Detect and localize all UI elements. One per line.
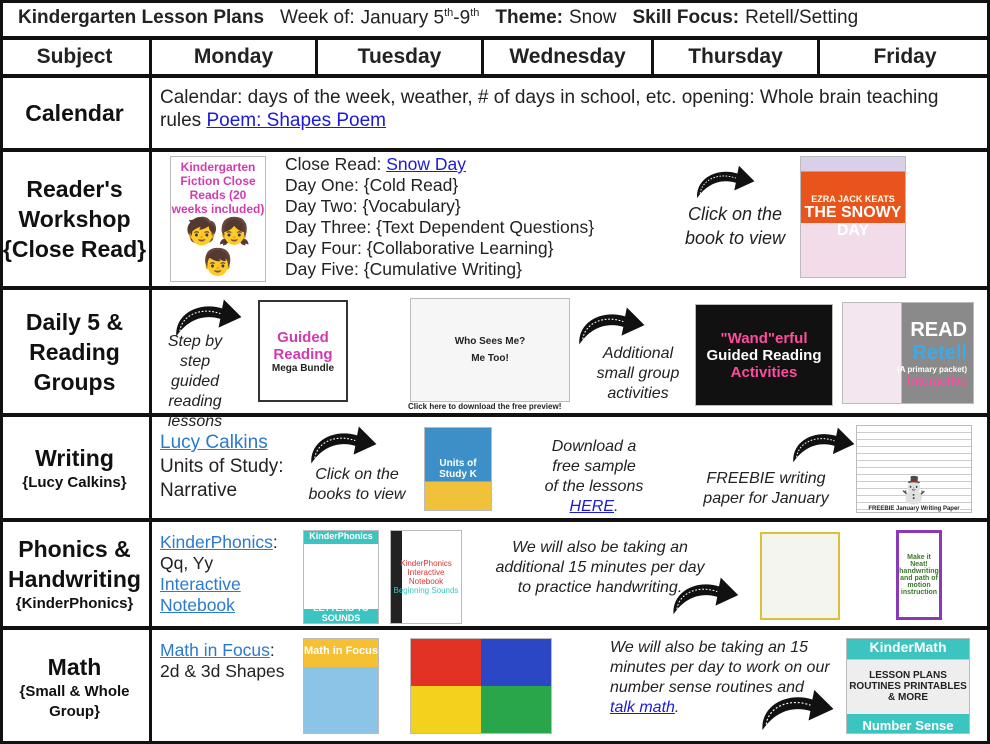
phonics-monday: KinderPhonics: Qq, Yy Interactive Notebo… — [160, 532, 278, 615]
shape-blocks-photo[interactable] — [410, 638, 552, 734]
math-in-focus-link[interactable]: Math in Focus — [160, 640, 270, 660]
arrow-icon — [694, 160, 756, 204]
header-friday: Friday — [873, 45, 937, 68]
interactive-notebook-link[interactable]: Interactive — [160, 574, 241, 594]
writing-paper-image[interactable]: ⛄FREEBIE January Writing Paper — [856, 425, 972, 513]
notebook-link[interactable]: Notebook — [160, 595, 235, 615]
units-of-study-cover[interactable]: Units of Study K — [424, 427, 492, 511]
header-subject: Subject — [0, 40, 152, 74]
arrow-icon — [574, 304, 648, 348]
header-tuesday: Tuesday — [318, 40, 484, 74]
math-monday: Math in Focus: 2d & 3d Shapes — [160, 640, 285, 681]
close-read-list: Close Read: Snow Day Day One: {Cold Read… — [285, 154, 595, 279]
download-sample-note: Download a free sample of the lessons HE… — [544, 438, 644, 515]
theme-value: Snow — [568, 7, 617, 28]
calendar-row: Calendar Calendar: days of the week, wea… — [0, 78, 990, 152]
arrow-icon — [302, 423, 384, 467]
snow-day-link[interactable]: Snow Day — [386, 154, 466, 174]
phonics-row: Phonics &Handwriting{KinderPhonics} Kind… — [0, 522, 990, 630]
here-link[interactable]: HERE — [569, 498, 614, 515]
writing-row: Writing{Lucy Calkins} Lucy Calkins Units… — [0, 417, 990, 522]
header-monday: Monday — [152, 40, 318, 74]
make-it-neat-cover[interactable]: Make it Neat! handwriting and path of mo… — [896, 530, 942, 620]
calendar-text: Calendar: days of the week, weather, # o… — [160, 87, 939, 131]
click-book-note: Click on the book to view — [684, 204, 786, 248]
day-two: Day Two: {Vocabulary} — [285, 196, 461, 216]
talk-math-link[interactable]: talk math — [610, 699, 675, 716]
step-by-step-note: Step by step guided reading lessons — [167, 333, 223, 430]
week-label: Week of: — [280, 7, 355, 28]
additional-activities-note: Additional small group activities — [596, 345, 680, 402]
free-preview-caption[interactable]: Click here to download the free preview! — [408, 402, 562, 411]
writing-monday: Lucy Calkins Units of Study:Narrative — [160, 432, 284, 501]
handwriting-note: We will also be taking an additional 15 … — [495, 539, 705, 596]
close-reads-cover[interactable]: Kindergarten Fiction Close Reads (20 wee… — [170, 156, 266, 282]
freebie-note: FREEBIE writing paper for January — [703, 470, 829, 507]
day-three: Day Three: {Text Dependent Questions} — [285, 217, 595, 237]
poem-link[interactable]: Poem: Shapes Poem — [206, 110, 387, 131]
skill-label: Skill Focus: — [632, 7, 740, 28]
header-wednesday: Wednesday — [484, 40, 654, 74]
handwriting-photo[interactable] — [760, 532, 840, 620]
days-header-row: Subject Monday Tuesday Wednesday Thursda… — [0, 40, 990, 78]
kinderphonics-link[interactable]: KinderPhonics — [160, 532, 273, 552]
math-in-focus-cover[interactable]: Math in Focus — [303, 638, 379, 734]
free-preview-image[interactable]: Who Sees Me?Me Too! — [410, 298, 570, 402]
day-one: Day One: {Cold Read} — [285, 175, 459, 195]
theme-label: Theme: — [495, 7, 563, 28]
arrow-icon — [670, 574, 740, 618]
plan-title: Kindergarten Lesson Plans — [18, 7, 265, 28]
click-books-note: Click on the books to view — [308, 466, 406, 503]
lucy-calkins-link[interactable]: Lucy Calkins — [160, 432, 268, 453]
header-row: Kindergarten Lesson Plans Week of: Janua… — [0, 0, 990, 40]
arrow-icon — [790, 423, 856, 467]
subject-writing: Writing{Lucy Calkins} — [0, 417, 152, 518]
day-four: Day Four: {Collaborative Learning} — [285, 238, 554, 258]
header-thursday: Thursday — [654, 40, 820, 74]
day-five: Day Five: {Cumulative Writing} — [285, 259, 522, 279]
number-sense-note: We will also be taking an 15 minutes per… — [610, 639, 830, 716]
arrow-icon — [756, 686, 838, 734]
week-value: January 5th-9th — [360, 6, 480, 29]
subject-phonics: Phonics &Handwriting{KinderPhonics} — [0, 522, 152, 626]
skill-value: Retell/Setting — [745, 7, 859, 28]
subject-calendar: Calendar — [0, 78, 152, 148]
